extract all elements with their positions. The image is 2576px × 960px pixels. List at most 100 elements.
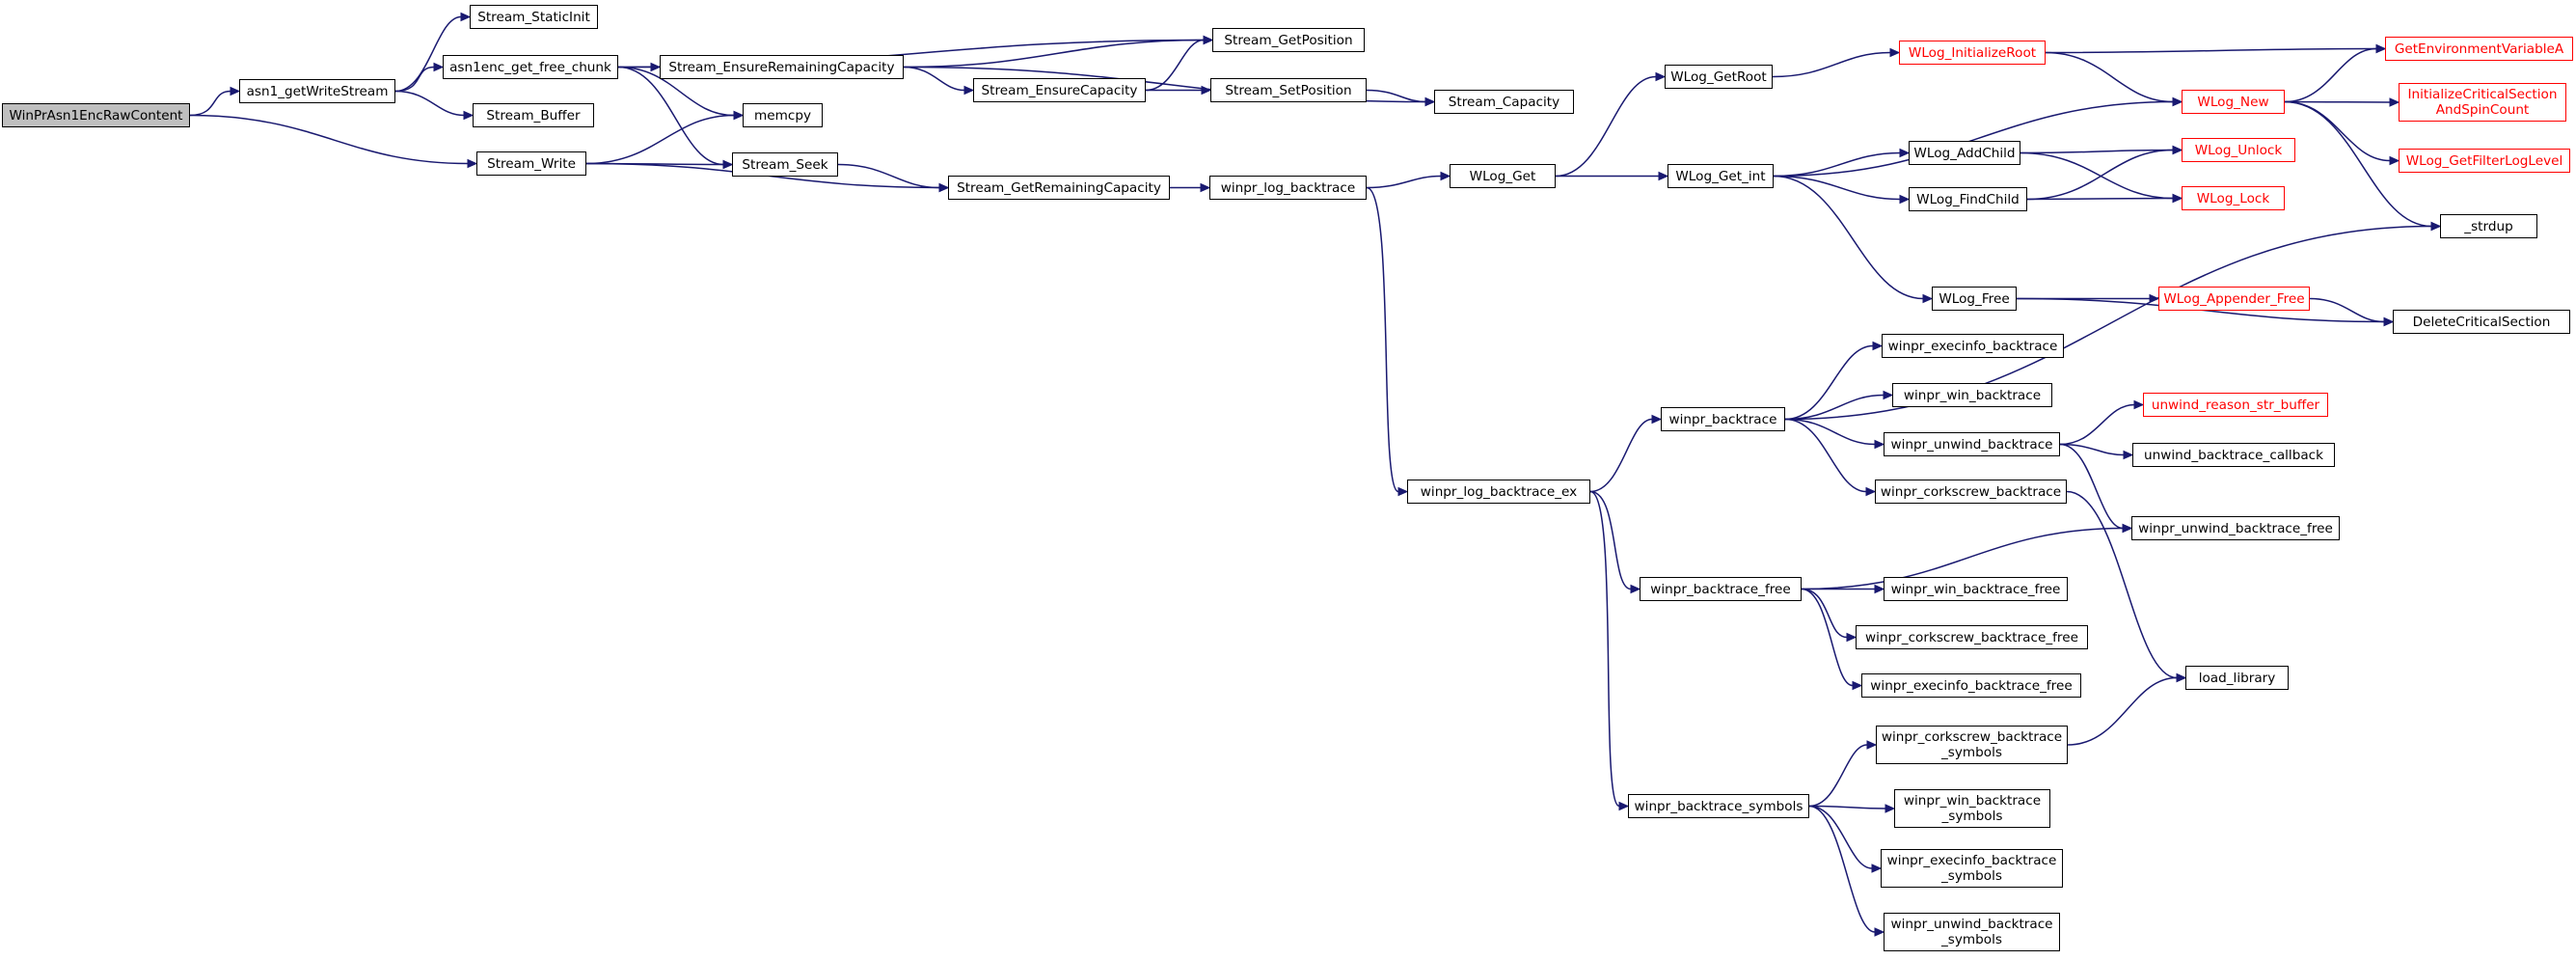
arrowhead-freeChunk-to-ensureRem [650, 62, 662, 72]
edge-findChild-to-lock [2026, 197, 2174, 201]
node-delCS[interactable]: DeleteCriticalSection [2393, 310, 2570, 334]
arrowhead-btSym-to-unwindSym [1874, 927, 1885, 937]
node-strdup[interactable]: _strdup [2440, 214, 2537, 238]
arrowhead-unwindBt-to-unwindReason [2133, 399, 2145, 410]
node-addChild[interactable]: WLog_AddChild [1909, 141, 2020, 165]
arrowhead-bt-to-strdup [2430, 221, 2442, 232]
arrowhead-btFree-to-execFree [1852, 680, 1863, 691]
edge-root-to-getWriteStream [189, 90, 231, 117]
node-btSym[interactable]: winpr_backtrace_symbols [1628, 794, 1809, 818]
node-getWriteStream[interactable]: asn1_getWriteStream [239, 79, 395, 103]
node-unwindFree[interactable]: winpr_unwind_backtrace_free [2131, 516, 2340, 540]
edge-bt-to-unwindBt [1784, 418, 1876, 446]
arrowhead-root-to-write [467, 158, 478, 169]
node-wlogGet[interactable]: WLog_Get [1450, 164, 1556, 188]
arrowhead-bt-to-unwindBt [1874, 439, 1885, 450]
edge-logBt-to-wlogGet [1366, 175, 1442, 189]
node-corkFree[interactable]: winpr_corkscrew_backtrace_free [1856, 625, 2088, 649]
edge-unwindBt-to-unwindReason [2059, 403, 2135, 446]
arrowhead-write-to-seek [722, 159, 734, 170]
arrowhead-btFree-to-winFree [1874, 584, 1885, 594]
edge-wlogGet-to-getRoot [1555, 75, 1657, 178]
node-getInt[interactable]: WLog_Get_int [1668, 164, 1774, 188]
node-getRoot[interactable]: WLog_GetRoot [1665, 65, 1773, 89]
edge-btFree-to-corkFree [1801, 588, 1848, 639]
edge-freeChunk-to-seek [617, 66, 724, 166]
node-write[interactable]: Stream_Write [476, 151, 586, 176]
edge-getWriteStream-to-freeChunk [394, 66, 435, 93]
node-wlogFree[interactable]: WLog_Free [1932, 287, 2017, 311]
edge-findChild-to-unlock [2026, 149, 2174, 201]
node-logBt[interactable]: winpr_log_backtrace [1209, 176, 1367, 200]
node-initCS[interactable]: InitializeCriticalSection AndSpinCount [2399, 83, 2566, 122]
arrowhead-getInt-to-findChild [1899, 194, 1911, 205]
node-appFree[interactable]: WLog_Appender_Free [2158, 287, 2310, 311]
node-getPos[interactable]: Stream_GetPosition [1212, 28, 1365, 52]
node-capacity[interactable]: Stream_Capacity [1434, 90, 1574, 114]
edge-unwindBt-to-unwindCb [2059, 443, 2125, 456]
edge-wlogNew-to-getEnv [2284, 47, 2377, 103]
node-unlock[interactable]: WLog_Unlock [2182, 138, 2295, 162]
node-getRemCap[interactable]: Stream_GetRemainingCapacity [948, 176, 1170, 200]
edge-wlogNew-to-initCS [2284, 100, 2391, 103]
edge-getInt-to-wlogNew [1773, 100, 2174, 178]
arrowhead-getRemCap-to-logBt [1200, 182, 1211, 193]
arrowhead-appFree-to-delCS [2383, 316, 2395, 327]
node-wlogNew[interactable]: WLog_New [2182, 90, 2285, 114]
node-memcpy[interactable]: memcpy [743, 103, 823, 127]
node-freeChunk[interactable]: asn1enc_get_free_chunk [443, 55, 618, 79]
edge-btFree-to-unwindFree [1801, 527, 2124, 590]
node-unwindSym[interactable]: winpr_unwind_backtrace _symbols [1884, 913, 2060, 951]
node-unwindBt[interactable]: winpr_unwind_backtrace [1884, 432, 2060, 456]
edge-getRoot-to-initRoot [1772, 51, 1891, 78]
node-lock[interactable]: WLog_Lock [2182, 186, 2285, 210]
node-bt[interactable]: winpr_backtrace [1661, 407, 1785, 431]
node-btFree[interactable]: winpr_backtrace_free [1640, 577, 1802, 601]
node-filterLvl[interactable]: WLog_GetFilterLogLevel [2399, 149, 2570, 173]
node-corkSym[interactable]: winpr_corkscrew_backtrace _symbols [1876, 726, 2068, 764]
arrowhead-btSym-to-execSym [1871, 864, 1883, 873]
arrowhead-btFree-to-unwindFree [2122, 523, 2133, 534]
arrowhead-ensureRem-to-ensureCap [963, 85, 975, 96]
node-ensureCap[interactable]: Stream_EnsureCapacity [973, 78, 1146, 102]
edge-root-to-write [189, 114, 469, 165]
arrowhead-logBt-to-logBtEx [1397, 486, 1409, 497]
arrowhead-bt-to-corkBt [1865, 486, 1877, 497]
edge-logBtEx-to-bt [1589, 418, 1653, 493]
node-initRoot[interactable]: WLog_InitializeRoot [1899, 41, 2046, 65]
node-winSym[interactable]: winpr_win_backtrace _symbols [1894, 789, 2050, 828]
node-findChild[interactable]: WLog_FindChild [1909, 187, 2027, 211]
arrowhead-logBt-to-wlogGet [1440, 171, 1451, 181]
node-setPos[interactable]: Stream_SetPosition [1210, 78, 1367, 102]
node-buffer[interactable]: Stream_Buffer [473, 103, 594, 127]
edge-bt-to-strdup [1784, 225, 2432, 421]
node-execSym[interactable]: winpr_execinfo_backtrace _symbols [1881, 849, 2063, 888]
node-winFree[interactable]: winpr_win_backtrace_free [1884, 577, 2068, 601]
node-execBt[interactable]: winpr_execinfo_backtrace [1882, 334, 2064, 358]
node-execFree[interactable]: winpr_execinfo_backtrace_free [1861, 673, 2081, 698]
arrowhead-bt-to-execBt [1872, 341, 1884, 351]
arrowhead-getWriteStream-to-buffer [463, 110, 475, 121]
node-getEnv[interactable]: GetEnvironmentVariableA [2385, 37, 2573, 61]
node-unwindReason[interactable]: unwind_reason_str_buffer [2143, 393, 2328, 417]
arrowhead-setPos-to-capacity [1424, 96, 1436, 107]
node-seek[interactable]: Stream_Seek [732, 152, 838, 177]
edge-bt-to-winBt [1784, 394, 1885, 421]
arrowhead-wlogNew-to-getEnv [2375, 43, 2387, 54]
node-corkBt[interactable]: winpr_corkscrew_backtrace [1875, 480, 2067, 504]
arrowhead-findChild-to-unlock [2172, 145, 2183, 155]
node-root[interactable]: WinPrAsn1EncRawContent [2, 103, 190, 127]
node-staticInit[interactable]: Stream_StaticInit [470, 5, 598, 29]
node-ensureRem[interactable]: Stream_EnsureRemainingCapacity [660, 55, 904, 79]
edge-getWriteStream-to-buffer [394, 90, 465, 117]
node-loadLib[interactable]: load_library [2185, 666, 2289, 690]
node-logBtEx[interactable]: winpr_log_backtrace_ex [1407, 480, 1590, 504]
node-unwindCb[interactable]: unwind_backtrace_callback [2132, 443, 2335, 467]
arrowhead-bt-to-winBt [1883, 390, 1894, 400]
node-winBt[interactable]: winpr_win_backtrace [1892, 383, 2052, 407]
edge-btSym-to-execSym [1808, 805, 1873, 869]
arrowhead-getWriteStream-to-staticInit [460, 12, 472, 22]
arrowhead-btSym-to-corkSym [1866, 740, 1878, 750]
edge-ensureRem-to-getPos [903, 39, 1205, 69]
arrowhead-wlogNew-to-initCS [2389, 97, 2400, 107]
